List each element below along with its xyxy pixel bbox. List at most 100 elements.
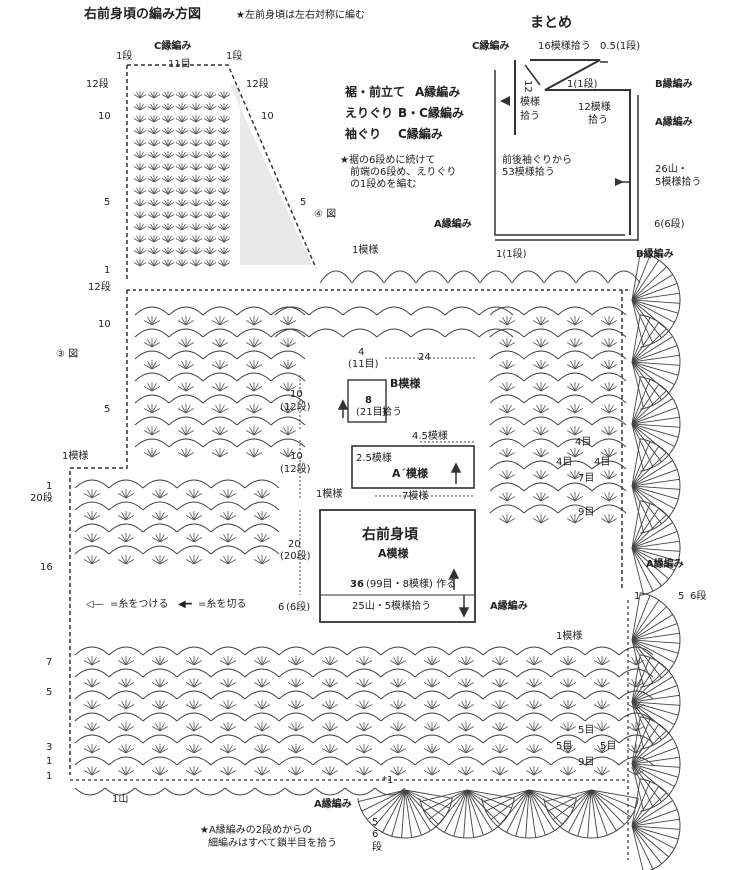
- arch-motif: [74, 545, 110, 555]
- arch-motif: [607, 270, 641, 284]
- fan-stitch: [175, 130, 183, 135]
- arch-motif: [142, 734, 178, 744]
- fan-stitch: [526, 770, 535, 776]
- edge-fan-stitch: [631, 781, 651, 827]
- fan-stitch: [249, 449, 255, 458]
- fan-stitch: [227, 723, 233, 732]
- edge-fan-stitch: [631, 592, 641, 641]
- fan-stitch: [178, 386, 187, 392]
- arch-motif: [557, 306, 593, 316]
- arch-motif: [489, 350, 525, 360]
- fan-stitch: [164, 247, 169, 255]
- fan-stitch: [390, 682, 399, 688]
- fan-stitch: [136, 103, 141, 111]
- arch-motif: [380, 712, 416, 722]
- fan-stitch: [363, 682, 372, 688]
- fan-stitch: [220, 163, 225, 171]
- fan-stitch: [499, 701, 505, 710]
- fan-stitch: [185, 386, 194, 392]
- arch-motif: [74, 734, 110, 744]
- arch-motif: [202, 416, 238, 426]
- fan-stitch: [159, 534, 165, 543]
- fan-stitch: [118, 559, 127, 565]
- fan-stitch: [178, 151, 183, 159]
- arch-motif: [414, 646, 450, 656]
- fan-stitch: [152, 770, 161, 776]
- arch-motif: [584, 712, 620, 722]
- fan-stitch: [167, 199, 172, 207]
- fan-stitch: [186, 770, 195, 776]
- arrows: [337, 399, 470, 618]
- edge-fan-stitch: [466, 789, 493, 831]
- edge-fan-stitch: [631, 668, 667, 703]
- fan-stitch: [151, 383, 157, 392]
- fan-stitch: [574, 515, 580, 524]
- arch-motif: [194, 787, 226, 796]
- fan-stitch: [608, 342, 617, 348]
- arch-motif: [202, 306, 238, 316]
- fan-stitch: [502, 405, 508, 414]
- edge-fan-outline: [640, 654, 681, 750]
- arch-motif: [236, 306, 272, 316]
- fan-stitch: [506, 386, 515, 392]
- edge-fan-stitch: [631, 763, 675, 787]
- legend-row-3-edge: C縁編み: [398, 127, 443, 141]
- arch-motif: [414, 756, 450, 766]
- fan-stitch: [597, 657, 603, 666]
- fan-stitch: [458, 704, 467, 710]
- arch-motif: [557, 460, 593, 470]
- fan-stitch: [195, 163, 200, 171]
- arch-motif: [550, 646, 586, 656]
- fan-stitch: [227, 657, 233, 666]
- fan-stitch: [283, 383, 289, 392]
- fan-stitch: [144, 452, 153, 458]
- edge-fan-stitch: [631, 522, 673, 549]
- fan-stitch: [594, 748, 603, 754]
- fan-stitch: [219, 383, 225, 392]
- fan-stitch: [155, 490, 161, 499]
- edge-fan-stitch: [631, 485, 680, 490]
- fan-stitch: [359, 767, 365, 776]
- fan-stitch: [288, 682, 297, 688]
- fan-stitch: [209, 175, 214, 183]
- fan-stitch: [212, 430, 221, 436]
- edge-fan-stitch: [631, 423, 675, 447]
- dim-8-pick: 拾う: [382, 407, 402, 418]
- fan-stitch: [206, 163, 211, 171]
- fan-stitch: [125, 679, 131, 688]
- fan-stitch: [363, 770, 372, 776]
- fan-stitch: [363, 704, 372, 710]
- arch-motif: [312, 668, 348, 678]
- fan-stitch: [193, 770, 202, 776]
- fan-stitch: [193, 745, 199, 754]
- arch-motif: [108, 734, 144, 744]
- arch-motif: [346, 646, 382, 656]
- edge-fan-stitch: [631, 606, 667, 641]
- fan-stitch: [601, 386, 610, 392]
- fan-stitch: [461, 767, 467, 776]
- fan-stitch: [181, 151, 186, 159]
- edge-fan-stitch: [444, 789, 468, 833]
- edge-fan-stitch: [404, 789, 431, 831]
- fan-stitch: [363, 748, 372, 754]
- fan-stitch: [91, 745, 97, 754]
- arch-motif: [142, 479, 178, 489]
- fan-stitch: [217, 142, 225, 147]
- edge-fan-stitch: [547, 789, 592, 812]
- fan-stitch: [215, 427, 221, 436]
- fan-stitch: [133, 262, 141, 267]
- fan-stitch: [91, 512, 97, 521]
- fan-stitch: [540, 427, 546, 436]
- arch-motif: [414, 668, 450, 678]
- fan-stitch: [153, 223, 158, 231]
- fan-stitch: [153, 103, 158, 111]
- fan-stitch: [139, 211, 144, 219]
- fan-stitch: [560, 704, 569, 710]
- fan-stitch: [181, 223, 186, 231]
- fan-stitch: [193, 701, 199, 710]
- fan-stitch: [540, 518, 549, 524]
- edge-fan-stitch: [631, 361, 675, 385]
- arch-motif: [346, 690, 382, 700]
- fan-stitch: [175, 142, 183, 147]
- fan-stitch: [206, 91, 211, 99]
